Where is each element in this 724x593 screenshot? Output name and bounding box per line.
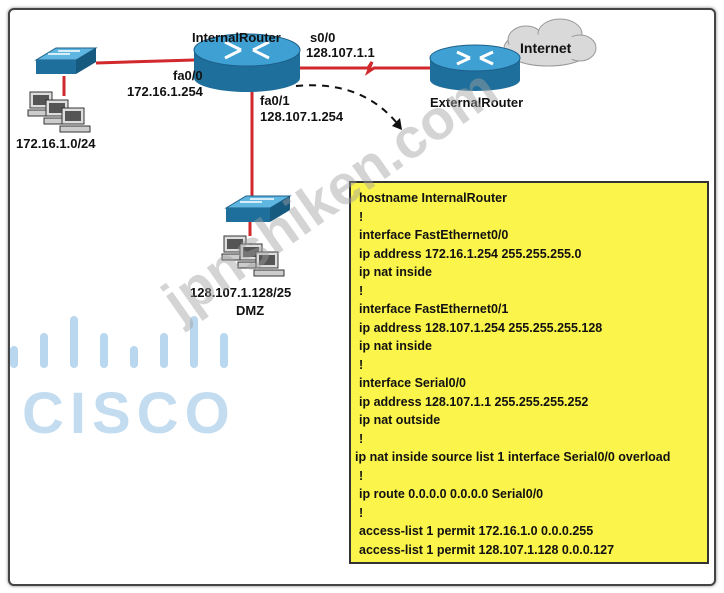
lan-pcs-icon bbox=[27, 91, 91, 133]
internal-router-icon bbox=[193, 33, 301, 92]
lan-switch-icon bbox=[34, 47, 98, 74]
fa0-1-interface-label: fa0/1 bbox=[260, 93, 290, 108]
dashed-arrow bbox=[295, 84, 397, 123]
config-line: interface FastEthernet0/0 bbox=[359, 228, 509, 242]
config-line: ! bbox=[359, 283, 364, 298]
config-line: ! bbox=[359, 468, 364, 483]
link-lan-switch-router bbox=[95, 58, 195, 65]
config-line: ! bbox=[359, 505, 364, 520]
link-serial-router-external bbox=[300, 61, 430, 76]
config-line: interface FastEthernet0/1 bbox=[359, 302, 509, 316]
dmz-subnet-label: 128.107.1.128/25 bbox=[190, 285, 292, 300]
s0-0-ip-label: 128.107.1.1 bbox=[306, 45, 375, 60]
config-line: hostname InternalRouter bbox=[359, 191, 507, 205]
arrow-head-icon bbox=[392, 118, 402, 130]
config-line: access-list 1 permit 128.107.1.128 0.0.0… bbox=[359, 542, 615, 557]
cisco-logo: CISCO bbox=[22, 381, 236, 446]
internal-router-label: InternalRouter bbox=[192, 30, 281, 45]
dmz-label: DMZ bbox=[236, 303, 265, 318]
config-line: access-list 1 permit 172.16.1.0 0.0.0.25… bbox=[359, 524, 594, 538]
config-line: ip nat inside source list 1 interface Se… bbox=[355, 450, 671, 464]
config-line: ip nat inside bbox=[359, 339, 432, 353]
config-line: ip nat inside bbox=[359, 265, 432, 279]
config-line: ! bbox=[359, 357, 364, 372]
config-line: ! bbox=[359, 431, 364, 446]
external-router-label: ExternalRouter bbox=[430, 95, 524, 110]
config-line: ip address 128.107.1.254 255.255.255.128 bbox=[359, 320, 603, 335]
cisco-logo-bars bbox=[10, 316, 228, 368]
fa0-0-interface-label: fa0/0 bbox=[173, 68, 203, 83]
lan-subnet-label: 172.16.1.0/24 bbox=[16, 136, 96, 151]
fa0-0-ip-label: 172.16.1.254 bbox=[127, 84, 203, 99]
internet-label: Internet bbox=[520, 40, 572, 56]
dmz-switch-icon bbox=[224, 195, 292, 222]
config-line: ip route 0.0.0.0 0.0.0.0 Serial0/0 bbox=[359, 487, 544, 501]
internet-cloud-icon bbox=[503, 18, 597, 67]
fa0-1-ip-label: 128.107.1.254 bbox=[260, 109, 344, 124]
dmz-pcs-icon bbox=[221, 235, 285, 277]
config-line: ! bbox=[359, 209, 364, 224]
config-line: ip nat outside bbox=[359, 413, 441, 427]
config-line: ip address 128.107.1.1 255.255.255.252 bbox=[359, 394, 589, 409]
s0-0-interface-label: s0/0 bbox=[310, 30, 336, 45]
router-config-panel: hostname InternalRouter ! interface Fast… bbox=[349, 181, 709, 564]
external-router-icon bbox=[429, 44, 521, 91]
config-line: interface Serial0/0 bbox=[359, 376, 467, 390]
config-line: ip address 172.16.1.254 255.255.255.0 bbox=[359, 246, 582, 261]
